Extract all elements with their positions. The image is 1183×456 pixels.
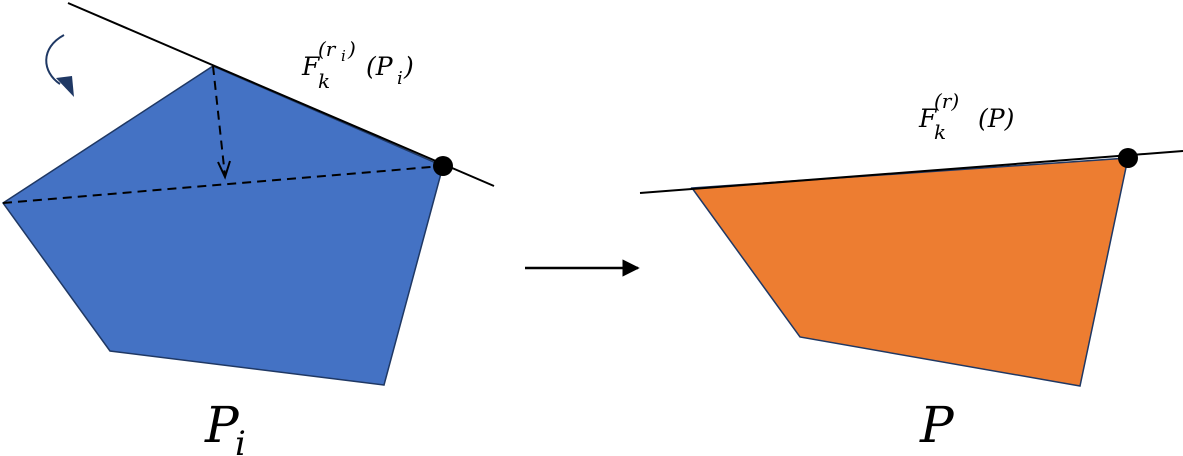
polygon-label-pi: P i xyxy=(204,396,246,456)
rotation-arrow-icon xyxy=(45,34,74,97)
face-label-right: F k (r) (P) xyxy=(918,89,1014,144)
polygon-p xyxy=(690,157,1129,387)
right-figure: F k (r) (P) P xyxy=(639,89,1183,454)
polygon-label-p: P xyxy=(919,396,955,454)
projection-arrow-head xyxy=(217,160,231,180)
face-label-left: F k (r i ) (P i ) xyxy=(301,37,414,93)
vertex-dot-right xyxy=(1118,148,1138,168)
dashed-diagonal xyxy=(2,165,444,204)
vertex-dot-left xyxy=(433,156,453,176)
left-figure: F k (r i ) (P i ) P i xyxy=(1,2,495,456)
supporting-line-left xyxy=(67,2,495,187)
supporting-line-right xyxy=(639,150,1183,194)
polygon-pi xyxy=(1,65,444,386)
dashed-projection-arrow xyxy=(212,65,226,177)
